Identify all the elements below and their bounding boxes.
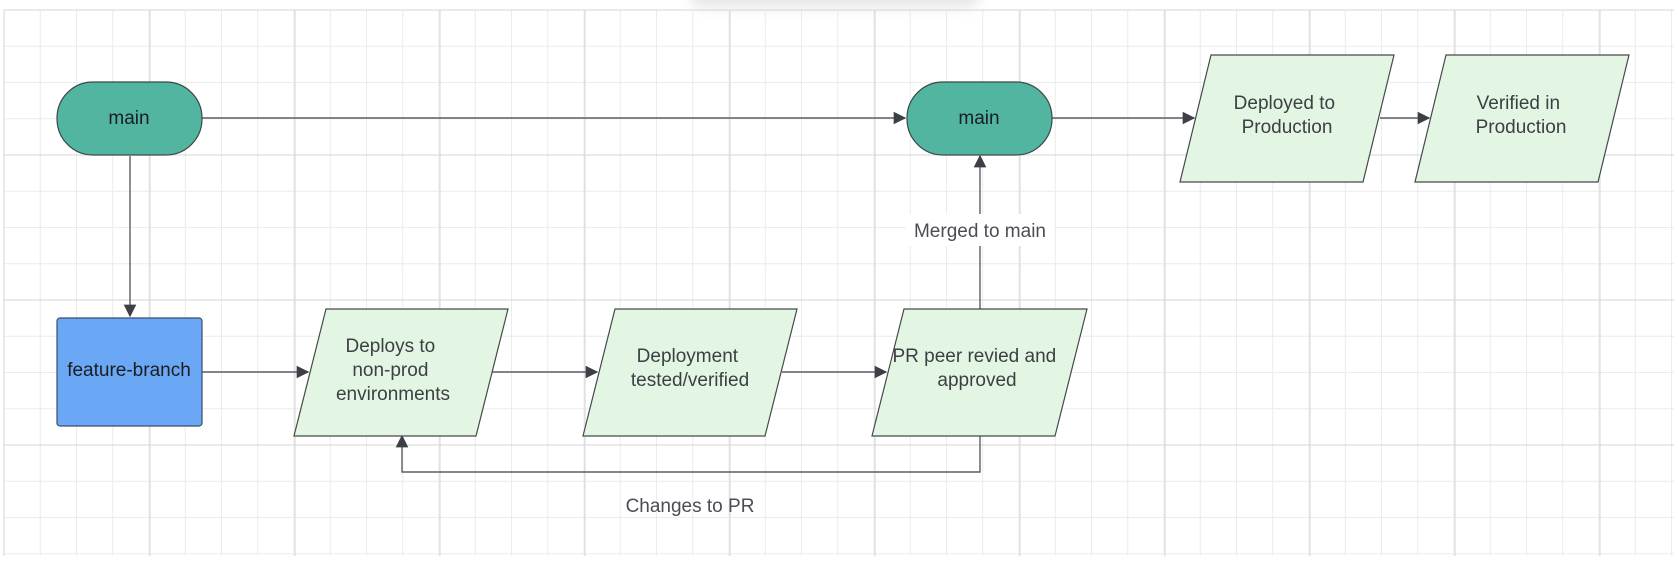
top-shadow [690, 0, 980, 8]
node-verified-prod-label: Verified in Production [1476, 93, 1567, 138]
node-deployed-prod-label: Deployed to Production [1234, 93, 1341, 138]
edge-changes-to-pr[interactable] [395, 434, 981, 473]
node-main-merged[interactable]: main [906, 81, 1053, 156]
merged-to-main-label: Merged to main [914, 221, 1046, 242]
background-grid [3, 9, 1674, 556]
node-deployed-prod[interactable]: Deployed to Production [1179, 54, 1395, 183]
node-verified-prod-line-2: Production [1476, 117, 1567, 138]
node-deploys-nonprod-label: Deploys to non-prod environments [336, 336, 450, 405]
node-deploys-nonprod-line-2: non-prod [352, 360, 428, 381]
node-deployed-prod-line-1: Deployed to [1234, 93, 1335, 114]
node-deploys-nonprod-line-3: environments [336, 384, 450, 405]
node-pr-reviewed[interactable]: PR peer revied and approved [871, 308, 1088, 437]
node-deployed-prod-line-2: Production [1242, 117, 1333, 138]
node-deployment-tested-line-1: Deployment [637, 346, 739, 367]
changes-to-pr-label: Changes to PR [626, 496, 755, 517]
edge-labels: Merged to main Changes to PR [626, 214, 1054, 517]
node-verified-prod[interactable]: Verified in Production [1414, 54, 1630, 183]
node-pr-reviewed-label: PR peer revied and approved [893, 346, 1062, 391]
nodes: main feature-branch Deploys to non-prod … [56, 54, 1630, 437]
node-deployment-tested-line-2: tested/verified [631, 370, 749, 391]
node-feature-branch-label: feature-branch [67, 360, 191, 381]
node-feature-branch[interactable]: feature-branch [56, 317, 203, 427]
node-deployment-tested[interactable]: Deployment tested/verified [582, 308, 798, 437]
node-deploys-nonprod-line-1: Deploys to [345, 336, 435, 357]
edges [123, 111, 1431, 473]
node-main-start[interactable]: main [56, 81, 203, 156]
node-main-start-label: main [108, 108, 149, 129]
node-verified-prod-line-1: Verified in [1477, 93, 1560, 114]
node-main-merged-label: main [958, 108, 999, 129]
node-deploys-nonprod[interactable]: Deploys to non-prod environments [293, 308, 509, 437]
node-pr-reviewed-line-1: PR peer revied and [893, 346, 1057, 367]
node-pr-reviewed-line-2: approved [937, 370, 1016, 391]
node-deployment-tested-label: Deployment tested/verified [631, 346, 749, 391]
